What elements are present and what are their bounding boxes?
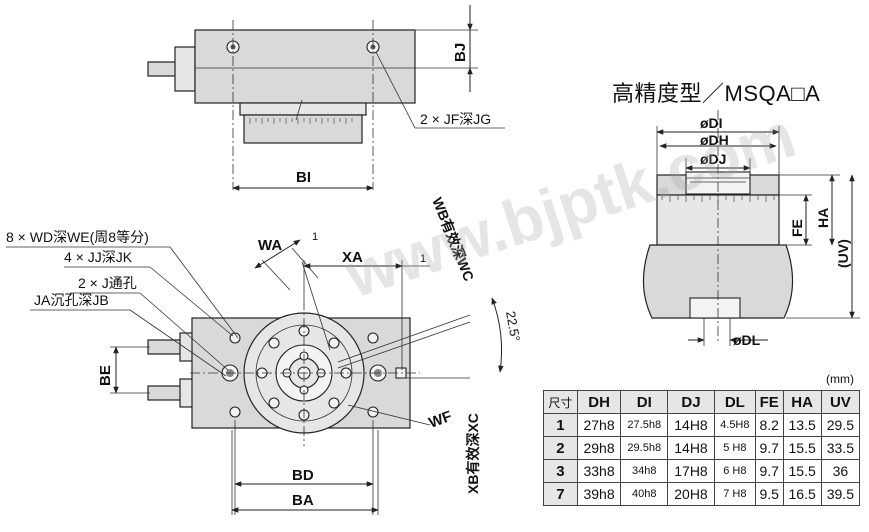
label-bj: BJ	[452, 43, 469, 62]
table-cell: 4.5H8	[713, 413, 756, 437]
table-cell: 39.5	[820, 482, 861, 506]
table-cell: 29.5h8	[620, 436, 669, 460]
table-cell: 9.7	[754, 459, 784, 483]
table-header-row: 尺寸 DH DI DJ DL FE HA UV	[543, 390, 861, 414]
label-wf: WF	[427, 408, 455, 432]
table-cell: 33.5	[820, 436, 861, 460]
table-cell: 17H8	[667, 459, 715, 483]
table-cell: 15.5	[782, 436, 822, 460]
table-cell: 39h8	[576, 482, 622, 506]
table-cell: 16.5	[782, 482, 822, 506]
table-cell: 34h8	[620, 459, 669, 483]
table-cell: 33h8	[576, 459, 622, 483]
table-header: DJ	[667, 390, 715, 414]
table-cell: 7 H8	[713, 482, 756, 506]
label-uv: (UV)	[835, 239, 851, 268]
label-bd: BD	[292, 467, 314, 484]
label-dj: øDJ	[700, 151, 726, 167]
spec-table: 尺寸 DH DI DJ DL FE HA UV 1 27h8 27.5h8 14…	[543, 390, 861, 506]
table-header: HA	[782, 390, 822, 414]
label-jj: 4 × JJ深JK	[64, 249, 133, 265]
table-cell: 7	[543, 482, 578, 506]
table-cell: 9.7	[754, 436, 784, 460]
table-cell: 13.5	[782, 413, 822, 437]
label-one-a: 1	[312, 231, 318, 243]
top-view: BJ BI 2 × JF深JG	[147, 5, 505, 191]
table-cell: 29h8	[576, 436, 622, 460]
top-body	[194, 29, 416, 104]
label-be: BE	[97, 365, 114, 386]
section-ticks	[661, 196, 775, 202]
table-row: 3 33h8 34h8 17H8 6 H8 9.7 15.5 36	[543, 459, 861, 483]
unit-label: (mm)	[826, 372, 854, 386]
label-j: 2 × J通孔	[78, 275, 137, 291]
table-ring	[239, 102, 367, 116]
label-xa: XA	[342, 249, 363, 266]
table-cell: 6 H8	[713, 459, 756, 483]
table-cell: 40h8	[620, 482, 669, 506]
table-cell: 27h8	[576, 413, 622, 437]
table-cell: 20H8	[667, 482, 715, 506]
table-row: 2 29h8 29.5h8 14H8 5 H8 9.7 15.5 33.5	[543, 436, 861, 460]
label-dh: øDH	[700, 132, 729, 148]
table-cell: 14H8	[667, 413, 715, 437]
label-di: øDI	[700, 115, 723, 131]
table-cell: 1	[543, 413, 578, 437]
label-dl: øDL	[733, 332, 761, 348]
label-jf: 2 × JF深JG	[420, 111, 491, 127]
label-wa: WA	[258, 237, 282, 254]
section-view: øDI øDH øDJ FE HA (UV) øDL	[642, 110, 860, 348]
table-header: UV	[820, 390, 861, 414]
table-cell: 14H8	[667, 436, 715, 460]
table-cell: 29.5	[820, 413, 861, 437]
table-row: 1 27h8 27.5h8 14H8 4.5H8 8.2 13.5 29.5	[543, 413, 861, 437]
label-fe: FE	[789, 219, 805, 237]
table-cell: 8.2	[754, 413, 784, 437]
label-one-b: 1	[420, 253, 426, 265]
label-ja: JA沉孔深JB	[34, 292, 109, 308]
table-cell: 9.5	[754, 482, 784, 506]
label-ba: BA	[292, 492, 314, 509]
label-wd: 8 × WD深WE(周8等分)	[6, 229, 149, 245]
table-header: DH	[576, 390, 622, 414]
table-header: FE	[754, 390, 784, 414]
model-title: 高精度型／MSQA□A	[612, 81, 821, 106]
table-header: 尺寸	[543, 390, 578, 414]
label-bi: BI	[296, 169, 311, 186]
hex-nut	[174, 46, 196, 92]
table-header: DI	[620, 390, 669, 414]
table-cell: 2	[543, 436, 578, 460]
table-row: 7 39h8 40h8 20H8 7 H8 9.5 16.5 39.5	[543, 482, 861, 506]
label-angle: 22.5°	[503, 310, 523, 343]
table-cell: 36	[820, 459, 861, 483]
dial-ring	[243, 114, 363, 144]
dial-ticks	[249, 118, 353, 124]
lower-bore	[689, 297, 741, 319]
table-cell: 15.5	[782, 459, 822, 483]
table-cell: 27.5h8	[620, 413, 669, 437]
label-xb: XB有效深XC	[465, 413, 481, 494]
table-cell: 5 H8	[713, 436, 756, 460]
label-ha: HA	[815, 208, 831, 228]
table-cell: 3	[543, 459, 578, 483]
table-header: DL	[713, 390, 756, 414]
